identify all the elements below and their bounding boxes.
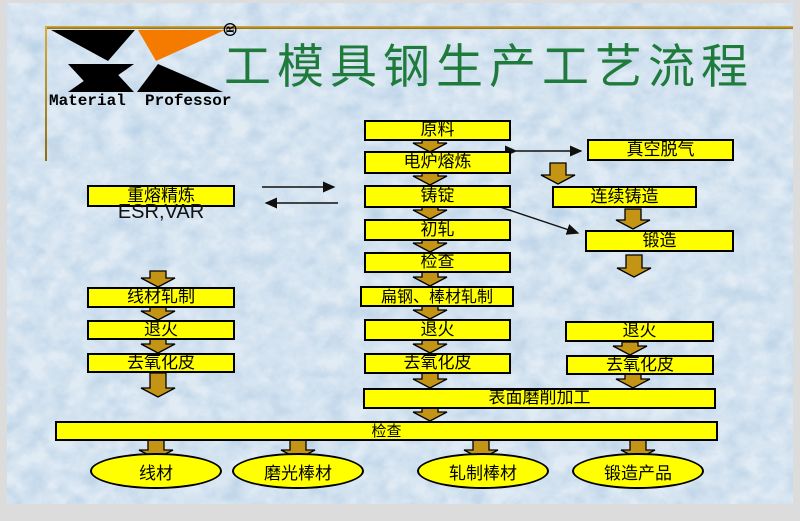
gold-rule-horizontal bbox=[45, 26, 793, 29]
box-remelt-refining: 重熔精炼 bbox=[87, 185, 235, 207]
slide-title: 工模具钢生产工艺流程 bbox=[224, 40, 754, 95]
terminal-polished-bar: 磨光棒材 bbox=[232, 453, 364, 489]
gold-rule-vertical bbox=[45, 26, 47, 161]
box-continuous-casting: 连续铸造 bbox=[552, 186, 697, 208]
block-arrows bbox=[138, 139, 656, 460]
slide-canvas: ® Material Professor 工模具钢生产工艺流程 bbox=[7, 3, 793, 504]
box-annealing-mid: 退火 bbox=[364, 319, 511, 341]
box-descaling-right: 去氧化皮 bbox=[566, 355, 714, 375]
logo-brand-text: Material Professor bbox=[49, 92, 232, 110]
box-inspection: 检查 bbox=[364, 252, 511, 273]
box-vacuum-degassing: 真空脱气 bbox=[587, 139, 734, 161]
box-wire-rolling: 线材轧制 bbox=[87, 287, 235, 308]
box-electric-furnace-smelting: 电炉熔炼 bbox=[364, 151, 511, 174]
material-professor-logo-icon bbox=[51, 30, 225, 92]
arrow-ingot-to-forging bbox=[499, 206, 580, 235]
box-flat-and-bar-rolling: 扁钢、棒材轧制 bbox=[360, 286, 514, 307]
terminal-forged-product: 锻造产品 bbox=[572, 453, 704, 489]
box-ingot-casting: 铸锭 bbox=[364, 185, 511, 208]
box-descaling-mid: 去氧化皮 bbox=[364, 353, 511, 374]
box-annealing-left: 退火 bbox=[87, 320, 235, 340]
box-forging: 锻造 bbox=[585, 230, 734, 252]
terminal-rolled-bar: 轧制棒材 bbox=[417, 453, 549, 489]
esr-var-note: ESR,VAR bbox=[117, 201, 205, 223]
terminal-wire: 线材 bbox=[90, 453, 222, 489]
box-final-inspection: 检查 bbox=[55, 421, 718, 441]
box-annealing-right: 退火 bbox=[565, 321, 714, 342]
box-primary-rolling: 初轧 bbox=[364, 219, 511, 241]
box-raw-material: 原料 bbox=[364, 120, 511, 141]
flow-connectors bbox=[138, 139, 656, 460]
box-descaling-left: 去氧化皮 bbox=[87, 353, 235, 373]
box-surface-grinding: 表面磨削加工 bbox=[363, 388, 716, 409]
